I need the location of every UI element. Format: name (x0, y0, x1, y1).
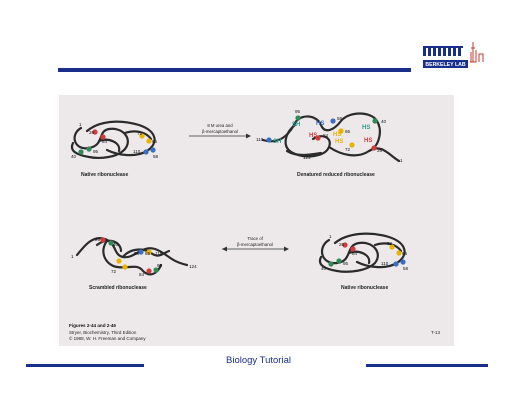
svg-text:SH: SH (292, 122, 300, 128)
svg-text:HS: HS (335, 139, 343, 145)
svg-text:84: 84 (323, 133, 329, 138)
svg-text:95: 95 (295, 109, 301, 114)
native-ribonuclease-2-structure (318, 232, 406, 273)
caption-code: T-13 (431, 330, 441, 335)
native-ribonuclease-2-label: Native ribonuclease (341, 285, 388, 291)
svg-text:84: 84 (102, 139, 108, 144)
svg-text:HS: HS (364, 138, 372, 144)
svg-text:84: 84 (139, 272, 145, 277)
svg-text:40: 40 (321, 266, 327, 271)
step2-label-line1: Trace of (247, 236, 263, 241)
svg-text:HS: HS (309, 133, 317, 139)
scrambled-ribonuclease-label: Scrambled ribonuclease (89, 285, 147, 291)
svg-text:72: 72 (345, 147, 351, 152)
svg-text:40: 40 (113, 242, 119, 247)
native-2-residue-labels: 1 26 84 72 65 110 95 58 40 (321, 234, 409, 271)
figure-caption: Figures 2-44 and 2-46 Stryer, Biochemist… (69, 323, 441, 341)
caption-line1: Stryer, Biochemistry, Third Edition (69, 330, 137, 335)
svg-text:110: 110 (155, 251, 163, 256)
native-2-disulfide-bonds (328, 242, 406, 267)
denatured-ribonuclease-label: Denatured reduced ribonuclease (297, 172, 375, 178)
logo-rays-icon (423, 46, 463, 56)
logo-tower-icon (470, 42, 484, 63)
svg-text:26: 26 (339, 242, 345, 247)
caption-title: Figures 2-44 and 2-46 (69, 323, 116, 328)
svg-text:58: 58 (153, 154, 159, 159)
svg-text:95: 95 (93, 149, 99, 154)
step1-label-line2: β-mercaptoethanol (202, 129, 238, 134)
ribonuclease-diagram: 1 26 84 72 65 110 95 58 40 Native ribonu… (69, 109, 441, 341)
svg-text:1: 1 (79, 122, 82, 127)
native-ribonuclease-structure (70, 120, 156, 159)
svg-text:HS: HS (333, 132, 341, 138)
svg-text:1: 1 (71, 254, 74, 259)
svg-text:SH: SH (273, 139, 281, 145)
footer-divider-right (366, 364, 488, 367)
step2-arrow: Trace of β-mercaptoethanol (222, 236, 289, 252)
native-ribonuclease-label: Native ribonuclease (81, 172, 128, 178)
svg-text:72: 72 (111, 269, 117, 274)
step1-arrow: 8 M urea and β-mercaptoethanol (189, 123, 251, 139)
svg-text:110: 110 (381, 261, 389, 266)
svg-text:65: 65 (402, 251, 408, 256)
svg-text:HS: HS (316, 121, 324, 127)
scrambled-residue-labels: 26 40 58 65 110 72 84 95 124 1 (71, 237, 197, 277)
svg-text:72: 72 (387, 241, 393, 246)
svg-text:65: 65 (152, 139, 158, 144)
svg-text:58: 58 (337, 116, 343, 121)
berkeley-lab-logo: BERKELEY LAB (423, 42, 484, 68)
scrambled-disulfide-bonds (100, 237, 159, 274)
scrambled-ribonuclease-structure (75, 237, 189, 276)
svg-text:110: 110 (256, 137, 264, 142)
svg-text:40: 40 (381, 119, 387, 124)
svg-text:HS: HS (362, 125, 370, 131)
svg-text:95: 95 (343, 261, 349, 266)
svg-text:1: 1 (329, 234, 332, 239)
footer-divider-left (26, 364, 144, 367)
footer-title: Biology Tutorial (226, 355, 291, 366)
denatured-thiols (266, 115, 378, 151)
svg-text:58: 58 (403, 266, 409, 271)
svg-text:124: 124 (303, 155, 311, 160)
denatured-ribonuclease-structure (261, 112, 401, 163)
svg-text:26: 26 (95, 237, 101, 242)
svg-text:72: 72 (137, 131, 143, 136)
native-disulfide-bonds (78, 129, 156, 155)
svg-text:1: 1 (400, 158, 403, 163)
header-divider-bar (58, 68, 411, 72)
step2-label-line2: β-mercaptoethanol (237, 242, 273, 247)
caption-line2: © 1988, W. H. Freeman and Company (69, 335, 146, 341)
svg-text:26: 26 (89, 130, 95, 135)
figure-panel: 1 26 84 72 65 110 95 58 40 Native ribonu… (59, 95, 454, 346)
step1-label-line1: 8 M urea and (207, 123, 233, 128)
svg-text:65: 65 (145, 251, 151, 256)
svg-text:65: 65 (345, 129, 351, 134)
native-residue-labels: 1 26 84 72 65 110 95 58 40 (71, 122, 159, 159)
svg-text:95: 95 (157, 263, 163, 268)
svg-text:26: 26 (377, 148, 383, 153)
svg-text:58: 58 (134, 251, 140, 256)
svg-text:110: 110 (133, 149, 141, 154)
svg-text:124: 124 (189, 264, 197, 269)
denatured-residue-labels: 95 SH 110 SH HS 58 84 HS 65 HS HS 72 40 … (256, 109, 403, 163)
svg-text:84: 84 (352, 251, 358, 256)
svg-text:40: 40 (71, 154, 77, 159)
logo-text: BERKELEY LAB (425, 62, 466, 68)
